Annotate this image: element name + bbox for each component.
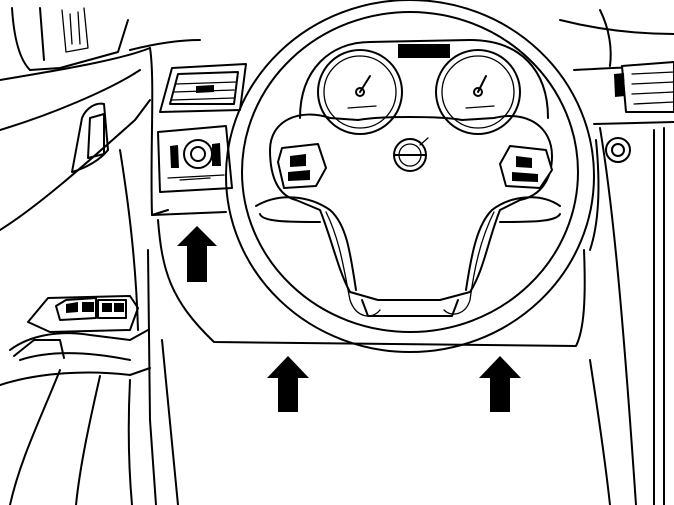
window-switch-panel	[27, 295, 139, 333]
right-knob	[605, 137, 631, 163]
hazard-vent	[398, 44, 450, 58]
left-wheel-controls	[277, 143, 327, 189]
right-dash	[559, 9, 674, 505]
dash-edge-lower	[151, 211, 227, 216]
right-wheel-controls	[499, 145, 553, 189]
tachometer-gauge	[435, 49, 521, 135]
arrow-lower-right	[479, 356, 521, 412]
arrow-lower-left	[267, 356, 309, 412]
headlight-switch	[157, 125, 233, 193]
volvo-logo-icon	[393, 137, 429, 172]
arrow-left-panel	[177, 226, 217, 282]
steering-wheel	[225, 0, 595, 353]
left-air-vent	[159, 63, 247, 113]
lower-dash-panel	[157, 139, 611, 505]
speedometer-gauge	[317, 49, 403, 135]
door-panel	[0, 7, 201, 505]
right-air-vent	[614, 61, 674, 113]
instrument-cluster	[299, 39, 549, 135]
dash-edge-left	[149, 47, 169, 216]
